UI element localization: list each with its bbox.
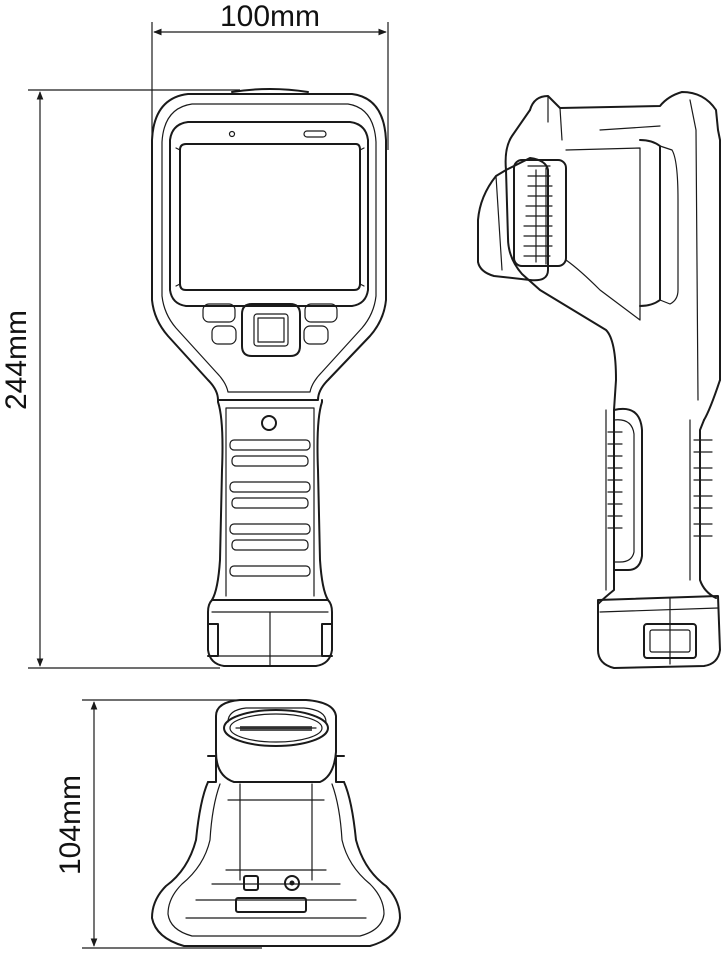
bottom-view bbox=[151, 699, 401, 947]
width-label: 100mm bbox=[220, 0, 320, 33]
width-dimension: 100mm bbox=[151, 0, 389, 150]
front-view bbox=[151, 88, 387, 667]
depth-label: 104mm bbox=[54, 775, 87, 875]
height-dimension: 244mm bbox=[0, 89, 240, 669]
height-label: 244mm bbox=[0, 310, 33, 410]
side-view bbox=[477, 91, 721, 669]
depth-dimension: 104mm bbox=[54, 699, 262, 949]
